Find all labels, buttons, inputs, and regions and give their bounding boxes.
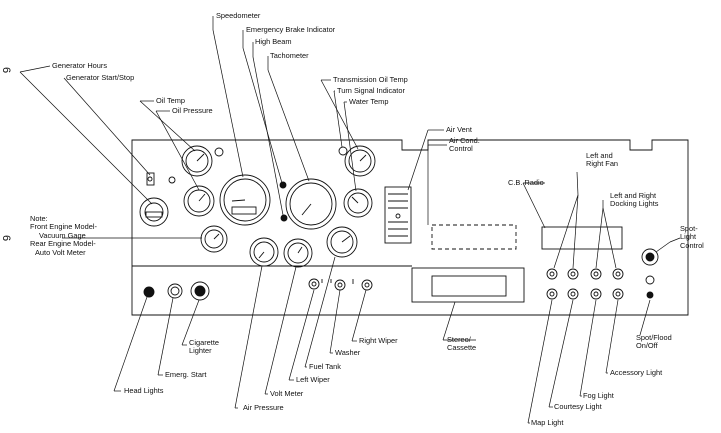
label-spot-line-2: Light: [680, 232, 697, 242]
label-spot-flood-line-2: On/Off: [636, 341, 658, 351]
label-air-cond-line-2: Control: [449, 144, 473, 154]
generator-start-stop-switch: [146, 172, 155, 186]
fan-switch-left: [546, 268, 558, 280]
label-spot-line-1: Spot-: [680, 224, 698, 233]
generator-hours-meter: [139, 197, 169, 227]
label-high-beam: High Beam: [255, 37, 292, 46]
oil-pressure-gauge: [183, 185, 215, 217]
label-emergency-brake-indicator: Emergency Brake Indicator: [246, 25, 336, 34]
label-washer: Washer: [335, 348, 361, 357]
label-speedometer: Speedometer: [216, 11, 261, 20]
fog-light-switch: [590, 288, 602, 300]
label-air-vent: Air Vent: [446, 125, 472, 134]
docking-switch-right: [612, 268, 624, 280]
cigarette-lighter: [190, 281, 210, 301]
label-stereo-line-1: Stereo/: [447, 335, 471, 344]
label-fan-line-2: Right Fan: [586, 159, 619, 169]
label-spot-flood: Spot/Flood On/Off: [636, 333, 672, 351]
label-stereo-cassette: Stereo/ Cassette: [447, 335, 477, 353]
label-volt-meter: Volt Meter: [270, 389, 304, 398]
label-cigarette-line-2: Lighter: [189, 346, 212, 356]
volt-meter-gauge: [283, 238, 313, 268]
air-cond-control-panel: [431, 224, 517, 250]
page-number-lower: 6: [0, 234, 13, 242]
label-fog-light: Fog Light: [583, 391, 614, 400]
map-light-switch: [546, 288, 558, 300]
note-line-4: Auto Volt Meter: [35, 247, 86, 257]
label-right-wiper: Right Wiper: [359, 336, 398, 345]
label-fan-line-1: Left and: [586, 151, 613, 160]
note-block: Note: Front Engine Model- Vacuum Gage Re…: [30, 214, 97, 257]
leader-lines: [19, 16, 681, 424]
courtesy-light-switch: [567, 288, 579, 300]
water-temp-gauge: [343, 188, 373, 218]
note-line-3: Rear Engine Model-: [30, 239, 96, 249]
label-docking-line-2: Docking Lights: [610, 199, 659, 209]
oil-temp-gauge: [181, 145, 213, 177]
washer-switch: [330, 279, 346, 291]
label-spot-line-3: Control: [680, 240, 704, 250]
label-docking-line-1: Left and Right: [610, 191, 657, 200]
label-left-wiper: Left Wiper: [296, 375, 330, 384]
label-spot-flood-line-1: Spot/Flood: [636, 333, 672, 342]
emerg-start-button: [167, 283, 183, 299]
label-oil-temp: Oil Temp: [156, 96, 186, 105]
cb-radio-panel: [541, 226, 623, 250]
head-lights-knob: [143, 286, 155, 298]
note-title: Note:: [30, 214, 48, 223]
label-air-cond-control: Air Cond. Control: [449, 136, 480, 154]
label-oil-pressure: Oil Pressure: [172, 106, 213, 115]
label-turn-signal-indicator: Turn Signal Indicator: [337, 86, 405, 95]
label-courtesy-light: Courtesy Light: [554, 402, 602, 411]
label-water-temp: Water Temp: [349, 97, 389, 106]
right-wiper-switch: [361, 279, 373, 291]
label-docking-lights: Left and Right Docking Lights: [610, 191, 659, 209]
label-accessory-light: Accessory Light: [610, 368, 663, 377]
label-map-light: Map Light: [531, 418, 564, 427]
page-number: 6: [0, 66, 13, 74]
turn-signal-lamp: [338, 146, 348, 156]
tachometer-gauge: [285, 178, 337, 230]
dashboard-panel: [131, 139, 689, 316]
label-spot-light-control: Spot- Light Control: [680, 224, 704, 250]
fan-switch-right: [567, 268, 579, 280]
label-air-pressure: Air Pressure: [243, 403, 284, 412]
fuel-tank-gauge: [326, 226, 358, 258]
vacuum-volt-gauge: [200, 225, 228, 253]
air-vent: [384, 186, 412, 244]
emergency-brake-lamp: [279, 181, 287, 189]
oil-warning-lamp: [214, 147, 224, 157]
speedometer-gauge: [219, 174, 271, 226]
label-generator-start-stop: Generator Start/Stop: [66, 73, 135, 82]
label-left-right-fan: Left and Right Fan: [586, 151, 619, 169]
label-stereo-line-2: Cassette: [447, 343, 477, 353]
spot-flood-switch: [645, 275, 655, 285]
label-tachometer: Tachometer: [270, 51, 309, 60]
label-cb-radio: C.B. Radio: [508, 178, 544, 187]
left-wiper-switch: [308, 278, 323, 290]
spotlight-control-knob: [641, 248, 659, 266]
accessory-light-switch: [612, 288, 624, 300]
note-line-1: Front Engine Model-: [30, 222, 97, 232]
label-cigarette-lighter: Cigarette Lighter: [189, 338, 219, 356]
label-generator-hours: Generator Hours: [52, 61, 108, 70]
label-emerg-start: Emerg. Start: [165, 370, 207, 379]
label-cigarette-line-1: Cigarette: [189, 338, 219, 347]
generator-indicator-lamp: [168, 176, 176, 184]
label-head-lights: Head Lights: [124, 386, 164, 395]
note-line-2: Vacuum Gage: [39, 230, 86, 240]
high-beam-lamp: [280, 214, 288, 222]
air-pressure-gauge: [249, 237, 279, 267]
label-fuel-tank: Fuel Tank: [309, 362, 341, 371]
docking-switch-left: [590, 268, 602, 280]
spot-flood-lamp: [646, 291, 654, 299]
label-air-cond-line-1: Air Cond.: [449, 136, 480, 145]
transmission-oil-temp-gauge: [344, 145, 376, 177]
label-transmission-oil-temp: Transmission Oil Temp: [333, 75, 408, 84]
stereo-cassette-unit: [411, 267, 525, 303]
